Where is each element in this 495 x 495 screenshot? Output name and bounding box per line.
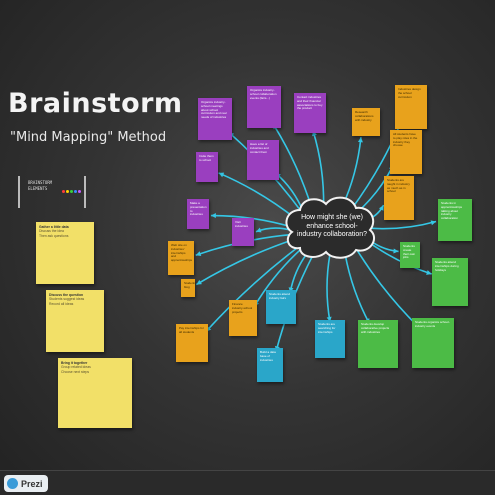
idea-note-o1[interactable]: Research collaborations with industry — [352, 108, 380, 136]
instruction-note-line: Choose next steps — [61, 369, 90, 374]
page-title: Brainstorm — [8, 88, 183, 119]
idea-note-o3[interactable]: All students have to play roles in the i… — [390, 130, 422, 174]
connector-arrowhead — [210, 213, 216, 219]
instruction-note-line: Then ask questions — [39, 233, 69, 238]
page-subtitle: "Mind Mapping" Method — [10, 130, 167, 145]
idea-note-b3[interactable]: Build a data base of industries — [257, 348, 283, 382]
legend-dot — [74, 190, 77, 193]
idea-note-text: Visit industries — [235, 220, 248, 228]
prezi-footer: Prezi — [0, 470, 495, 495]
idea-note-text: Students attend internships during holid… — [435, 260, 459, 272]
instruction-note-line: Discuss the idea — [39, 229, 64, 234]
connector-arrowhead — [218, 172, 225, 178]
idea-note-o5[interactable]: Web site on industries' internships and … — [168, 241, 194, 275]
legend-dot — [70, 190, 73, 193]
instruction-note-line: Record all ideas — [49, 301, 74, 306]
instruction-note-3[interactable]: Bring it together Group related ideas Ch… — [58, 358, 132, 428]
idea-note-o4[interactable]: Students are taught in industry as much … — [384, 176, 414, 220]
idea-note-text: Students are taught in industry as much … — [387, 178, 410, 194]
idea-note-text: Organize industry-school collaboration e… — [250, 88, 277, 100]
idea-note-g5[interactable]: Students organize school-industry events — [412, 318, 454, 368]
idea-note-text: Contact industries and their financial a… — [297, 95, 323, 111]
idea-note-p4[interactable]: Have a list of industries and contact th… — [247, 140, 279, 180]
instruction-note-2[interactable]: Discuss the question Students suggest id… — [46, 290, 104, 352]
connector-arrowhead — [195, 251, 202, 256]
idea-note-p2[interactable]: Organize industry-school collaboration e… — [247, 86, 281, 128]
instruction-note-heading: Bring it together — [61, 361, 88, 365]
idea-note-text: Make a presentation to industries — [190, 201, 207, 217]
idea-note-text: Students attend industry fairs — [269, 292, 291, 300]
connector-arrowhead — [196, 279, 202, 285]
connector-b2 — [326, 253, 331, 323]
connector-arrowhead — [255, 227, 262, 233]
idea-note-g1[interactable]: Students in apprenticeships talking abou… — [438, 199, 472, 241]
connector-p7 — [255, 227, 293, 233]
legend-dot — [66, 190, 69, 193]
connector-o6 — [195, 238, 296, 286]
prezi-logo[interactable]: Prezi — [4, 475, 48, 492]
connector-o1 — [341, 137, 362, 208]
instruction-note-1[interactable]: Gather a little data Discuss the idea Th… — [36, 222, 94, 284]
connector-arrowhead — [378, 205, 384, 211]
instruction-note-line: Group related ideas — [61, 365, 91, 370]
elements-legend-dots — [62, 180, 82, 198]
idea-note-p6[interactable]: Make a presentation to industries — [187, 199, 209, 229]
center-question: How might she (we) enhance school-indust… — [296, 214, 368, 238]
idea-note-text: Students' blog — [184, 281, 195, 289]
idea-note-text: Students create their own jobs — [403, 244, 416, 260]
idea-note-text: Web site on industries' internships and … — [171, 243, 193, 263]
legend-dot — [78, 190, 81, 193]
idea-note-o6[interactable]: Students' blog — [181, 279, 195, 297]
idea-note-text: Students are searching for internships — [318, 322, 336, 334]
idea-note-text: Build a data base of industries — [260, 350, 276, 362]
idea-note-text: Students in apprenticeships talking abou… — [441, 201, 463, 221]
idea-note-p5[interactable]: Invite them to school — [196, 152, 218, 182]
idea-note-o8[interactable]: Pay internships for all students — [176, 324, 208, 362]
connector-g4 — [343, 251, 371, 325]
idea-note-p1[interactable]: Organize industry-school meetings about … — [198, 98, 232, 140]
idea-note-text: Pay internships for all students — [179, 326, 204, 334]
idea-note-text: Invite them to school — [199, 154, 214, 162]
idea-note-text: Students develop collaborative projects … — [361, 322, 390, 334]
connector-arrowhead — [430, 220, 437, 226]
idea-note-text: Organize industry-school meetings about … — [201, 100, 227, 120]
connector-arrowhead — [393, 248, 399, 254]
elements-legend: BRAINSTORM ELEMENTS — [18, 176, 86, 208]
idea-note-text: Students organize school-industry events — [415, 320, 450, 328]
connector-o8 — [205, 244, 302, 333]
idea-note-o2[interactable]: Industries design the school curriculum — [395, 85, 427, 129]
prezi-logo-text: Prezi — [21, 478, 43, 489]
legend-dot — [62, 190, 65, 193]
connector-g1 — [367, 220, 437, 230]
idea-note-o7[interactable]: Finance industry-school projects — [229, 300, 257, 336]
idea-note-text: All students have to play roles in the i… — [393, 132, 418, 148]
connector-o7 — [253, 246, 304, 308]
idea-note-g4[interactable]: Students develop collaborative projects … — [358, 320, 398, 368]
idea-note-g3[interactable]: Students attend internships during holid… — [432, 258, 468, 306]
idea-note-text: Have a list of industries and contact th… — [250, 142, 269, 154]
connector-p3 — [312, 130, 325, 207]
idea-note-b2[interactable]: Students are searching for internships — [315, 320, 345, 358]
connector-arrowhead — [357, 137, 363, 143]
idea-note-text: Industries design the school curriculum — [398, 87, 421, 99]
connector-g5 — [354, 247, 419, 327]
idea-note-p7[interactable]: Visit industries — [232, 218, 254, 246]
connector-g3 — [364, 238, 432, 275]
center-cloud[interactable] — [285, 196, 375, 259]
idea-note-text: Research collaborations with industry — [355, 110, 374, 122]
idea-note-text: Finance industry-school projects — [232, 302, 253, 314]
idea-note-b1[interactable]: Students attend industry fairs — [266, 290, 296, 324]
elements-legend-label: BRAINSTORM ELEMENTS — [28, 180, 53, 191]
instruction-note-heading: Gather a little data — [39, 225, 69, 229]
instruction-note-line: Students suggest ideas — [49, 297, 85, 302]
instruction-note-heading: Discuss the question — [49, 293, 84, 297]
connector-arrowhead — [426, 270, 432, 275]
connector-p5 — [218, 172, 297, 220]
prezi-circle-icon — [7, 478, 18, 489]
idea-note-g2[interactable]: Students create their own jobs — [400, 242, 420, 268]
idea-note-p3[interactable]: Contact industries and their financial a… — [294, 93, 326, 133]
